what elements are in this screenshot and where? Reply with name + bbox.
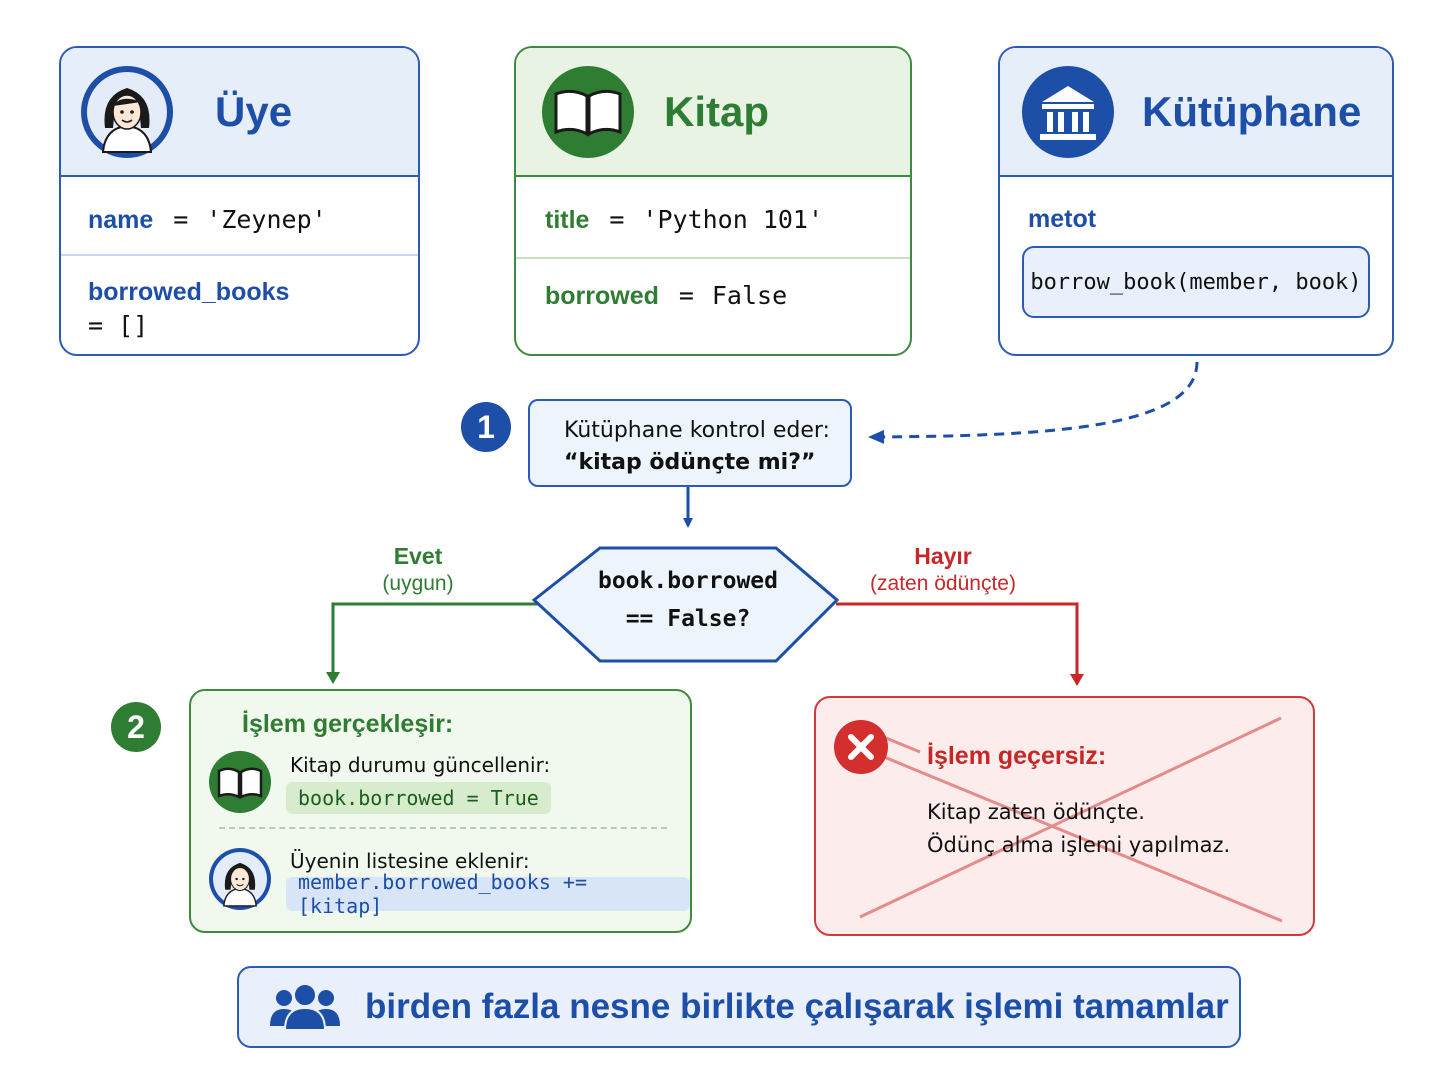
open-book-icon <box>209 751 271 813</box>
attr-key: title <box>545 206 590 234</box>
yes-branch-label: Evet (uygun) <box>358 542 478 598</box>
yes-branch-arrow <box>326 602 540 684</box>
dashed-call-arrow <box>868 361 1199 444</box>
summary-footer: birden fazla nesne birlikte çalışarak iş… <box>237 966 1241 1048</box>
book-title-attr: title = 'Python 101' <box>545 205 823 235</box>
failure-message: Kitap zaten ödünçte. Ödünç alma işlemi y… <box>927 796 1230 862</box>
step-2-badge: 2 <box>111 702 161 752</box>
attr-value: False <box>711 281 788 310</box>
member-card: Üye name = 'Zeynep' borrowed_books = [] <box>59 46 420 356</box>
decision-condition: book.borrowed == False? <box>560 562 816 638</box>
attr-value: 'Python 101' <box>642 205 824 234</box>
library-card-title: Kütüphane <box>1142 87 1362 135</box>
woman-avatar-icon <box>209 848 271 910</box>
cross-out-lines <box>859 716 1283 923</box>
book-card-divider <box>516 257 910 259</box>
member-card-title: Üye <box>215 87 293 135</box>
member-card-header: Üye <box>61 48 418 177</box>
error-x-icon <box>834 720 888 774</box>
attr-value: 'Zeynep' <box>206 205 327 234</box>
borrow-book-method: borrow_book(member, book) <box>1022 246 1370 318</box>
book-borrowed-true-code: book.borrowed = True <box>286 782 551 814</box>
decision-line-1: book.borrowed <box>597 568 778 594</box>
yes-title: Evet <box>393 543 443 569</box>
yes-subtitle: (uygun) <box>382 572 454 595</box>
library-method-label: metot <box>1028 205 1097 233</box>
attr-key: name <box>88 206 154 234</box>
failure-line-1: Kitap zaten ödünçte. <box>927 800 1145 824</box>
member-card-divider <box>61 254 418 256</box>
step-1-badge: 1 <box>461 402 511 452</box>
book-card-header: Kitap <box>516 48 910 177</box>
people-group-icon <box>267 982 343 1032</box>
add-to-list-text: Üyenin listesine eklenir: <box>290 849 530 873</box>
decision-line-2: == False? <box>625 606 751 632</box>
library-card-header: Kütüphane <box>1000 48 1392 177</box>
failure-line-2: Ödünç alma işlemi yapılmaz. <box>927 833 1231 857</box>
book-card: Kitap title = 'Python 101' borrowed = Fa… <box>514 46 912 356</box>
attr-eq: = <box>678 281 694 310</box>
library-building-icon <box>1022 65 1114 158</box>
library-card: Kütüphane metot borrow_book(member, book… <box>998 46 1394 356</box>
woman-avatar-icon <box>81 65 173 158</box>
no-branch-label: Hayır (zaten ödünçte) <box>852 542 1034 598</box>
member-name-attr: name = 'Zeynep' <box>88 205 327 235</box>
failure-title: İşlem geçersiz: <box>927 742 1107 770</box>
member-borrowed-books-code: member.borrowed_books += [kitap] <box>286 870 690 918</box>
no-subtitle: (zaten ödünçte) <box>870 572 1016 595</box>
book-card-title: Kitap <box>664 87 769 135</box>
no-title: Hayır <box>914 543 972 569</box>
attr-eq: = <box>609 205 625 234</box>
success-title: İşlem gerçekleşir: <box>242 710 454 738</box>
success-divider <box>219 827 667 829</box>
decision-hexagon <box>531 546 840 663</box>
member-borrowed-books-attr: borrowed_books = [] <box>88 276 289 342</box>
attr-eq: = <box>173 205 189 234</box>
open-book-icon <box>542 65 634 158</box>
failure-box: İşlem geçersiz: Kitap zaten ödünçte. Ödü… <box>814 696 1315 936</box>
attr-key: borrowed_books <box>88 278 290 306</box>
book-borrowed-attr: borrowed = False <box>545 281 787 311</box>
attr-key: borrowed <box>545 282 659 310</box>
attr-value: = [] <box>88 311 149 340</box>
success-box: İşlem gerçekleşir: Kitap durumu güncelle… <box>189 689 692 933</box>
update-status-text: Kitap durumu güncellenir: <box>290 753 551 777</box>
check-line-1: Kütüphane kontrol eder: <box>564 418 830 443</box>
summary-text: birden fazla nesne birlikte çalışarak iş… <box>365 987 1229 1026</box>
library-check-box: Kütüphane kontrol eder: “kitap ödünçte m… <box>528 399 852 487</box>
no-branch-arrow <box>836 602 1084 686</box>
check-question: “kitap ödünçte mi?” <box>564 450 816 475</box>
